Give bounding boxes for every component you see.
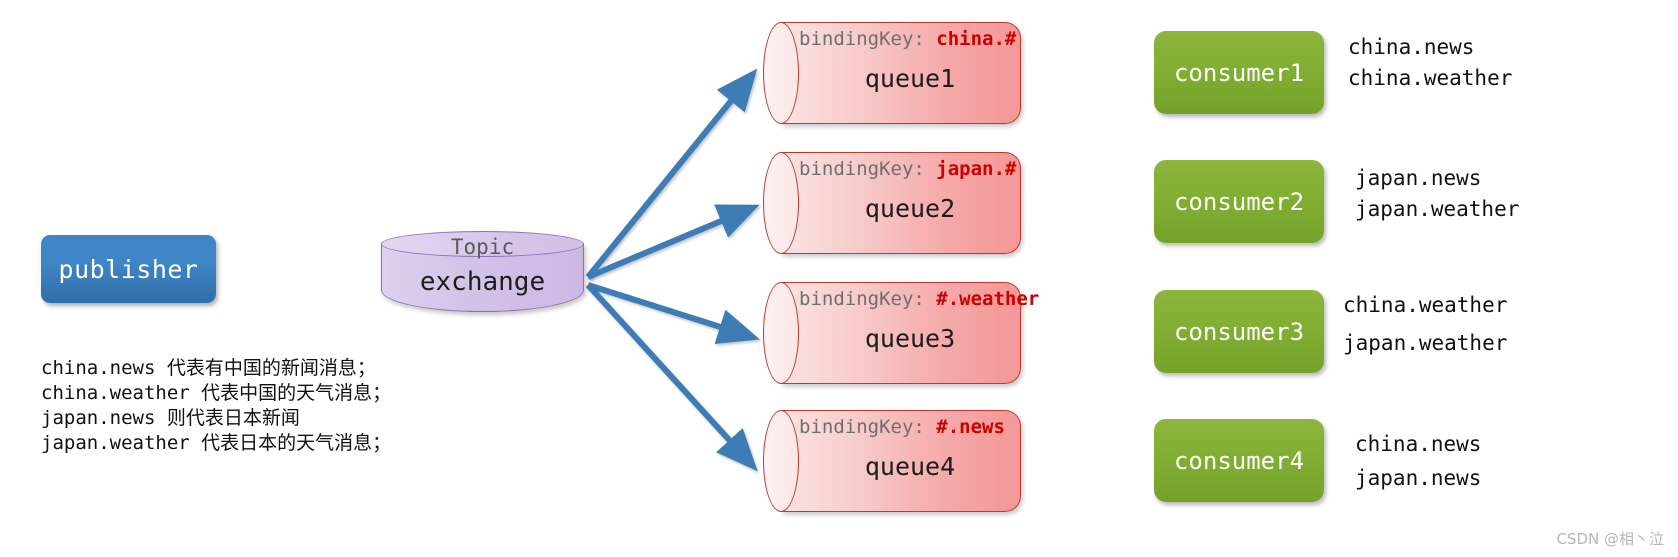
routing-key: japan.weather <box>1355 197 1520 221</box>
queue-node-1[interactable]: bindingKey: china.# queue1 <box>763 22 1021 124</box>
binding-key-label: bindingKey: <box>799 288 925 310</box>
edge-exchange-to-queue3 <box>587 282 761 345</box>
binding-key-value: japan.# <box>936 158 1017 180</box>
binding-key-label: bindingKey: <box>799 28 925 50</box>
binding-key-value: china.# <box>936 28 1017 50</box>
consumer-label-2: consumer2 <box>1173 187 1305 216</box>
queue-cylinder-body <box>781 152 1021 254</box>
consumer-node-4[interactable]: consumer4 <box>1154 419 1324 502</box>
routing-keys-consumer-1: china.news china.weather <box>1348 32 1512 94</box>
queue-cylinder-body <box>781 22 1021 124</box>
queue-cylinder-cap <box>763 410 799 512</box>
publisher-label: publisher <box>58 254 199 284</box>
queue-binding-key-4: bindingKey: #.news <box>799 416 1021 438</box>
consumer-node-3[interactable]: consumer3 <box>1154 290 1324 373</box>
queue-cylinder-body <box>781 282 1021 384</box>
queue-node-2[interactable]: bindingKey: japan.# queue2 <box>763 152 1021 254</box>
edge-exchange-to-queue4 <box>585 282 758 472</box>
queue-name-3: queue3 <box>864 324 956 353</box>
queue-binding-key-2: bindingKey: japan.# <box>799 158 1021 180</box>
queue-binding-key-1: bindingKey: china.# <box>799 28 1021 50</box>
consumer-label-4: consumer4 <box>1173 446 1305 475</box>
routing-key: china.news <box>1348 35 1475 59</box>
binding-key-value: #.weather <box>936 288 1040 310</box>
queue-name-4: queue4 <box>864 452 956 481</box>
queue-cylinder-cap <box>763 22 799 124</box>
queue-node-4[interactable]: bindingKey: #.news queue4 <box>763 410 1021 512</box>
binding-key-value: #.news <box>936 416 1005 438</box>
routing-key: japan.weather <box>1343 331 1508 355</box>
legend-line-3: japan.news 则代表日本新闻 <box>41 407 300 429</box>
routing-keys-consumer-4: china.news japan.news <box>1355 427 1481 495</box>
queue-node-3[interactable]: bindingKey: #.weather queue3 <box>763 282 1039 384</box>
consumer-label-3: consumer3 <box>1173 317 1305 346</box>
consumer-node-2[interactable]: consumer2 <box>1154 160 1324 243</box>
queue-cylinder-cap <box>763 152 799 254</box>
routing-keys-consumer-3: china.weather japan.weather <box>1343 286 1507 362</box>
exchange-node[interactable]: Topic exchange <box>381 231 584 312</box>
legend-line-4: japan.weather 代表日本的天气消息； <box>41 432 392 454</box>
routing-key: japan.news <box>1355 466 1482 490</box>
queue-name-2: queue2 <box>864 194 956 223</box>
queue-name-1: queue1 <box>864 64 956 93</box>
binding-key-label: bindingKey: <box>799 416 925 438</box>
legend-block: china.news 代表有中国的新闻消息； china.weather 代表中… <box>41 356 391 456</box>
exchange-cylinder-top <box>381 231 584 257</box>
consumer-label-1: consumer1 <box>1173 58 1305 87</box>
queue-cylinder-body <box>781 410 1021 512</box>
queue-binding-key-3: bindingKey: #.weather <box>799 288 1039 310</box>
exchange-label: exchange <box>419 267 546 297</box>
publisher-node[interactable]: publisher <box>41 235 216 303</box>
routing-key: china.news <box>1355 432 1482 456</box>
legend-line-2: china.weather 代表中国的天气消息； <box>41 382 392 404</box>
routing-keys-consumer-2: japan.news japan.weather <box>1355 163 1519 225</box>
binding-key-label: bindingKey: <box>799 158 925 180</box>
edge-exchange-to-queue1 <box>585 68 758 279</box>
legend-line-1: china.news 代表有中国的新闻消息； <box>41 357 376 379</box>
consumer-node-1[interactable]: consumer1 <box>1154 31 1324 114</box>
routing-key: china.weather <box>1343 293 1508 317</box>
exchange-type-label: Topic <box>450 235 515 259</box>
queue-cylinder-cap <box>763 282 799 384</box>
watermark: CSDN @相丶泣 <box>1556 530 1664 548</box>
routing-key: china.weather <box>1348 66 1513 90</box>
edge-exchange-to-queue2 <box>586 204 760 280</box>
routing-key: japan.news <box>1355 166 1482 190</box>
